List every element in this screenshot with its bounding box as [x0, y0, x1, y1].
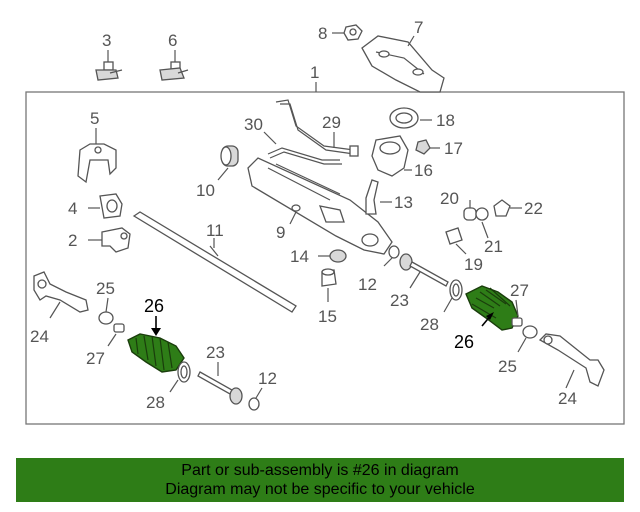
collar-part-21[interactable] [475, 207, 489, 239]
washer-part-22[interactable] [493, 199, 522, 217]
ring-part-28-left[interactable] [169, 361, 191, 393]
nut-part-25-right[interactable] [517, 325, 538, 353]
callout-27-left: 27 [86, 349, 105, 368]
callout-2: 2 [68, 231, 77, 250]
callout-19: 19 [464, 255, 483, 274]
callout-23-left: 23 [206, 343, 225, 362]
callout-16: 16 [414, 161, 433, 180]
ring-part-28-right[interactable] [443, 279, 463, 313]
banner-line-1: Part or sub-assembly is #26 in diagram [181, 462, 459, 479]
bracket-part-2[interactable] [88, 227, 131, 253]
callout-17: 17 [444, 139, 463, 158]
bushing-part-10[interactable] [217, 145, 239, 181]
callout-21: 21 [484, 237, 503, 256]
callout-7: 7 [414, 18, 423, 37]
bushing-part-4[interactable] [88, 193, 123, 219]
callout-12-right: 12 [358, 275, 377, 294]
callout-18: 18 [436, 111, 455, 130]
callout-4: 4 [68, 199, 77, 218]
callout-24-left: 24 [30, 327, 49, 346]
plug-part-15[interactable] [321, 268, 337, 302]
bushing-part-20[interactable] [463, 200, 477, 221]
banner-line-2: Diagram may not be specific to your vehi… [165, 481, 475, 498]
callout-28-left: 28 [146, 393, 165, 412]
pipe-part-30[interactable] [263, 131, 342, 165]
callout-23-right: 23 [390, 291, 409, 310]
bolt-part-3[interactable] [95, 50, 123, 81]
callout-3: 3 [102, 31, 111, 50]
clamp-part-5[interactable] [77, 128, 117, 184]
nut-part-8[interactable] [332, 24, 363, 41]
callout-26-left: 26 [144, 296, 164, 316]
callout-29: 29 [322, 113, 341, 132]
callout-25-left: 25 [96, 279, 115, 298]
boot-part-26-left[interactable] [127, 316, 185, 373]
cap-part-19[interactable] [445, 227, 467, 255]
callout-15: 15 [318, 307, 337, 326]
bolt-part-6[interactable] [159, 50, 189, 81]
callout-5: 5 [90, 109, 99, 128]
cap-part-14[interactable] [318, 249, 347, 263]
inner-tie-rod-part-23-left[interactable] [197, 362, 243, 405]
callout-22: 22 [524, 199, 543, 218]
tie-rod-end-part-24-right[interactable] [538, 333, 605, 389]
callout-6: 6 [168, 31, 177, 50]
callout-13: 13 [394, 193, 413, 212]
clamp-part-27-right[interactable] [511, 299, 523, 327]
callout-8: 8 [318, 24, 327, 43]
gear-housing-part-9[interactable] [247, 157, 393, 255]
callout-28-right: 28 [420, 315, 439, 334]
oring-part-12-right[interactable] [383, 245, 400, 267]
pinion-part-16[interactable] [371, 135, 412, 177]
pipe-part-29[interactable] [275, 99, 359, 157]
info-banner: Part or sub-assembly is #26 in diagram D… [16, 458, 624, 502]
clamp-part-27-left[interactable] [107, 323, 125, 347]
nut-part-25-left[interactable] [98, 297, 114, 325]
callout-27-right: 27 [510, 281, 529, 300]
seal-part-18[interactable] [389, 107, 432, 129]
inner-tie-rod-part-23-right[interactable] [399, 253, 449, 289]
callout-26-right: 26 [454, 332, 474, 352]
callout-10: 10 [196, 181, 215, 200]
tie-rod-end-part-24-left[interactable] [33, 271, 89, 319]
nut-part-17[interactable] [415, 139, 440, 155]
assembly-frame [25, 91, 625, 425]
callout-12-left: 12 [258, 369, 277, 388]
callout-9: 9 [276, 223, 285, 242]
callout-14: 14 [290, 247, 309, 266]
callout-20: 20 [440, 189, 459, 208]
callout-1: 1 [310, 63, 319, 82]
callout-25-right: 25 [498, 357, 517, 376]
valve-part-13[interactable] [365, 179, 392, 215]
rack-bar-part-11[interactable] [132, 211, 297, 313]
oring-part-12-left[interactable] [248, 387, 263, 411]
callout-30: 30 [244, 115, 263, 134]
callout-11: 11 [206, 221, 224, 240]
bracket-part-7[interactable] [361, 35, 445, 93]
callout-24-right: 24 [558, 389, 577, 408]
